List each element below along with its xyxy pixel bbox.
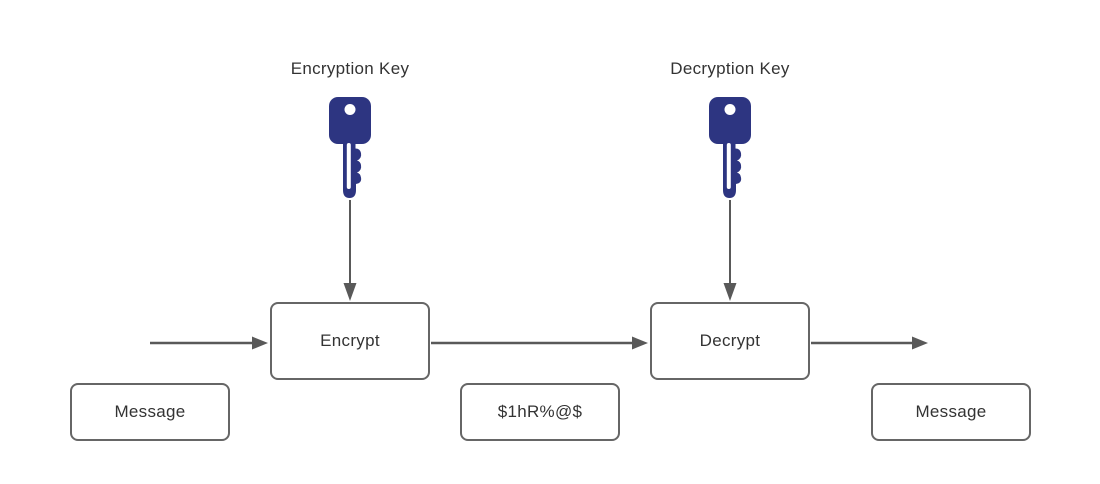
key-icon: [329, 97, 371, 198]
message-output-label: Message: [915, 402, 987, 421]
encrypt-box-label: Encrypt: [320, 331, 380, 350]
arrow-decryption-key-to-decrypt: [723, 200, 737, 301]
arrow-encrypt-to-decrypt: [431, 336, 648, 350]
decryption-key-label: Decryption Key: [670, 59, 790, 78]
encrypt-box: Encrypt: [270, 302, 430, 380]
arrow-input-to-encrypt: [150, 336, 268, 350]
decrypt-box-label: Decrypt: [699, 331, 761, 350]
message-input-label: Message: [114, 402, 186, 421]
encryption-key-label: Encryption Key: [290, 59, 410, 78]
ciphertext-box: $1hR%@$: [460, 383, 620, 441]
key-icon: [709, 97, 751, 198]
ciphertext-label: $1hR%@$: [497, 402, 583, 421]
arrow-decrypt-to-output: [811, 336, 928, 350]
message-input-box: Message: [70, 383, 230, 441]
decrypt-box: Decrypt: [650, 302, 810, 380]
message-output-box: Message: [871, 383, 1031, 441]
arrow-encryption-key-to-encrypt: [343, 200, 357, 301]
